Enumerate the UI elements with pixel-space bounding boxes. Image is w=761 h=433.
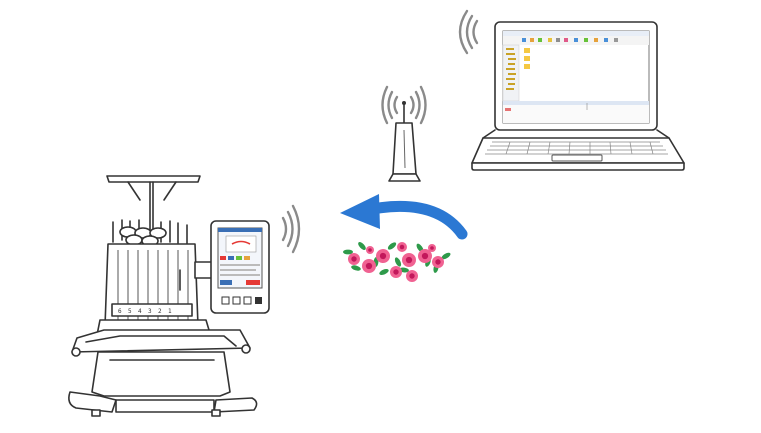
leaf — [441, 252, 451, 260]
svg-text:1: 1 — [168, 308, 172, 315]
laptop-front-edge — [471, 162, 685, 171]
router-stand — [388, 173, 421, 182]
leaf — [387, 242, 397, 250]
wifi-signal-icon — [381, 85, 427, 125]
flower-center — [430, 246, 434, 250]
transfer-arrow-icon — [340, 194, 468, 240]
flower-center — [409, 273, 415, 279]
flower-center — [351, 256, 357, 262]
panel-buttons — [221, 296, 262, 305]
wireless-router-icon — [381, 85, 427, 182]
file-thumbnails — [524, 48, 530, 69]
preview-thumb — [505, 108, 511, 111]
leaf — [394, 257, 402, 267]
laptop-touchpad — [551, 154, 603, 162]
svg-text:4: 4 — [138, 308, 142, 315]
laptop-icon — [471, 21, 685, 171]
svg-text:2: 2 — [158, 308, 162, 315]
base-front — [115, 399, 215, 413]
preview-panel — [503, 105, 649, 123]
leaf — [343, 249, 353, 255]
flower-center — [379, 252, 387, 260]
needle-case-label — [111, 303, 193, 317]
flower-center — [421, 252, 429, 260]
flower-center — [365, 262, 373, 270]
leaf — [351, 265, 361, 271]
toolbar-icons — [522, 38, 618, 42]
control-panel — [210, 220, 270, 314]
leaf — [379, 269, 389, 275]
flower-center — [368, 248, 372, 252]
wifi-signal-icon — [281, 204, 301, 254]
folder-tree-items — [506, 48, 516, 90]
status-bar — [503, 101, 649, 105]
base-right-foot — [213, 397, 258, 413]
base-left-foot — [68, 391, 117, 413]
hoop-frame — [71, 329, 251, 353]
lcd-design-preview — [225, 235, 257, 253]
machine-base — [91, 351, 231, 397]
window-titlebar — [503, 31, 649, 36]
foot-right — [211, 409, 221, 417]
svg-text:3: 3 — [148, 308, 152, 315]
foot-left — [91, 409, 101, 417]
flower-center — [435, 259, 441, 265]
flower-center — [399, 244, 405, 250]
flower-center — [393, 269, 399, 275]
laptop-keyboard — [485, 141, 668, 155]
flower-center — [405, 256, 413, 264]
svg-text:6: 6 — [118, 308, 122, 315]
software-window — [502, 31, 649, 123]
svg-text:5: 5 — [128, 308, 132, 315]
flower-embroidery-design-icon — [343, 241, 451, 282]
thread-stand — [106, 175, 201, 233]
leaf — [358, 241, 366, 251]
wifi-signal-icon — [458, 9, 479, 55]
